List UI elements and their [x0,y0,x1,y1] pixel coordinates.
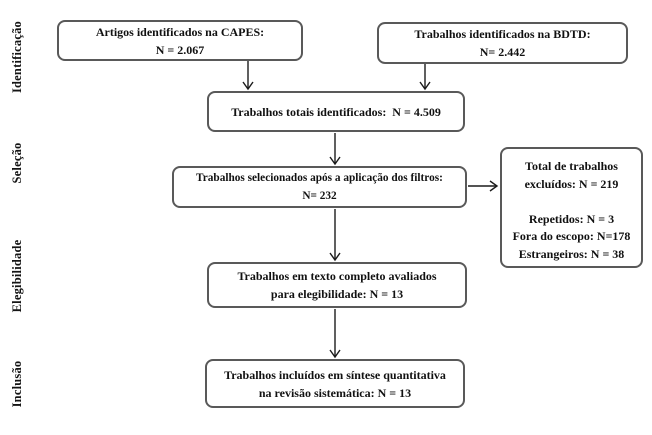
box-fulltext-assessed: Trabalhos em texto completo avaliados par… [207,262,467,308]
box-line: excluídos: N = 219 [524,176,619,191]
box-included-synthesis: Trabalhos incluídos em síntese quantitat… [205,359,465,408]
box-capes-identified: Artigos identificados na CAPES: N = 2.067 [57,20,303,61]
box-line: Fora do escopo: N=178 [512,229,631,243]
box-line: Repetidos: N = 3 [528,211,615,226]
box-line: Artigos identificados na CAPES: [95,24,265,39]
box-line: Trabalhos selecionados após a aplicação … [196,172,443,184]
box-bdtd-identified: Trabalhos identificados na BDTD: N= 2.442 [377,22,628,64]
arrow-selected-to-fulltext [329,209,341,262]
box-total-identified: Trabalhos totais identificados: N = 4.50… [207,91,465,132]
box-line [570,193,573,211]
arrow-capes-to-total [242,61,254,91]
box-selected-after-filters: Trabalhos selecionados após a aplicação … [172,166,467,208]
box-line: Trabalhos totais identificados: N = 4.50… [231,104,441,119]
box-line: N= 232 [302,190,337,202]
arrow-bdtd-to-total [419,64,431,91]
box-line: para elegibilidade: N = 13 [270,287,404,301]
box-line: N= 2.442 [479,45,526,59]
arrow-fulltext-to-included [329,309,341,359]
box-excluded-works: Total de trabalhos excluídos: N = 219 Rep… [500,147,643,268]
box-line: N = 2.067 [155,42,205,57]
box-line: na revisão sistemática: N = 13 [258,385,412,400]
arrow-selected-to-excluded [468,180,499,192]
box-line: Trabalhos incluídos em síntese quantitat… [224,367,446,382]
box-line: Trabalhos identificados na BDTD: [414,27,591,41]
arrow-total-to-selected [329,133,341,166]
box-line: Estrangeiros: N = 38 [518,246,625,261]
box-line: Total de trabalhos [525,159,618,173]
box-line: Trabalhos em texto completo avaliados [237,269,437,283]
